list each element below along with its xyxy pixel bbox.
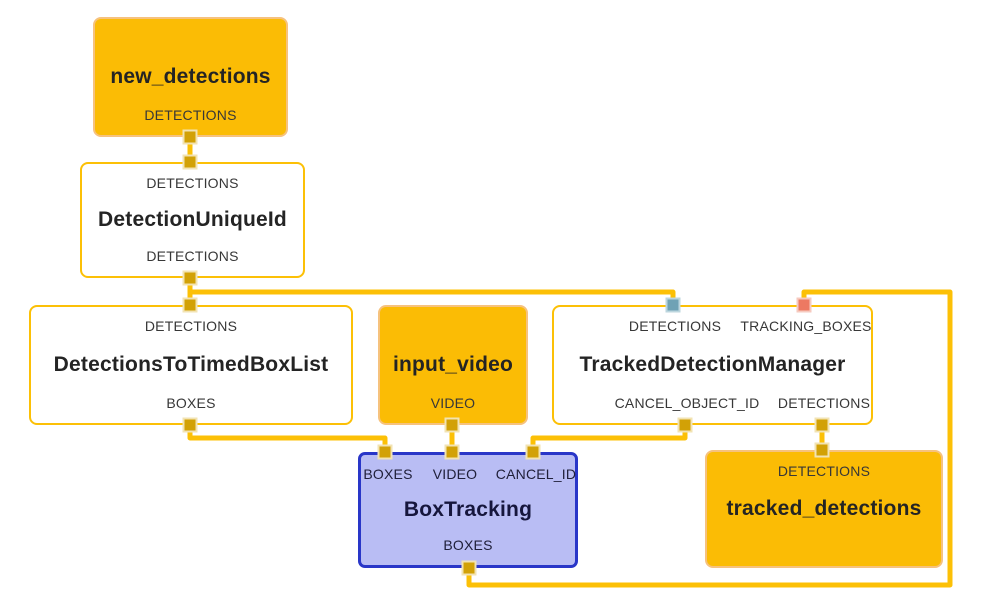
input-ports: DETECTIONS TRACKING_BOXES	[554, 318, 872, 334]
port-detections-in: DETECTIONS	[146, 175, 239, 191]
node-title: tracked_detections	[726, 497, 922, 520]
output-ports: DETECTIONS	[82, 248, 303, 264]
node-title: BoxTracking	[403, 498, 533, 521]
node-title: DetectionsToTimedBoxList	[53, 353, 329, 376]
port-detections-out: DETECTIONS	[144, 107, 237, 123]
output-ports: DETECTIONS	[95, 107, 286, 123]
port-boxes-in: BOXES	[363, 466, 413, 482]
node-new-detections[interactable]: new_detections DETECTIONS	[93, 17, 288, 137]
port-cancel-object-id-out: CANCEL_OBJECT_ID	[614, 395, 760, 411]
input-ports: DETECTIONS	[82, 175, 303, 191]
output-ports: CANCEL_OBJECT_ID DETECTIONS	[554, 395, 871, 411]
node-box-tracking[interactable]: BOXES VIDEO CANCEL_ID BoxTracking BOXES	[358, 452, 578, 568]
node-detection-unique-id[interactable]: DETECTIONS DetectionUniqueId DETECTIONS	[80, 162, 305, 278]
node-title: input_video	[392, 353, 514, 376]
edge-cancel-object-id-to-box-tracking	[530, 425, 688, 452]
port-cancel-id-in: CANCEL_ID	[495, 466, 577, 482]
output-ports: BOXES	[361, 537, 575, 553]
edge-boxes-to-box-tracking	[187, 425, 388, 452]
port-detections-in: DETECTIONS	[628, 318, 722, 334]
node-input-video[interactable]: input_video VIDEO	[378, 305, 528, 425]
input-ports: BOXES VIDEO CANCEL_ID	[361, 466, 577, 482]
port-video-out: VIDEO	[430, 395, 476, 411]
port-boxes-out: BOXES	[443, 537, 493, 553]
node-title: TrackedDetectionManager	[579, 353, 846, 376]
port-detections-in: DETECTIONS	[777, 463, 871, 479]
edge-detection-unique-id-to-tracked-detection-manager	[190, 289, 676, 305]
output-ports: BOXES	[31, 395, 351, 411]
node-title: DetectionUniqueId	[98, 208, 287, 231]
port-detections-out: DETECTIONS	[146, 248, 239, 264]
output-ports: VIDEO	[380, 395, 526, 411]
node-tracked-detection-manager[interactable]: DETECTIONS TRACKING_BOXES TrackedDetecti…	[552, 305, 873, 425]
port-video-in: VIDEO	[432, 466, 478, 482]
input-ports: DETECTIONS	[31, 318, 351, 334]
port-tracking-boxes-in: TRACKING_BOXES	[740, 318, 872, 334]
node-detections-to-timed-box-list[interactable]: DETECTIONS DetectionsToTimedBoxList BOXE…	[29, 305, 353, 425]
port-detections-out: DETECTIONS	[777, 395, 871, 411]
port-boxes-out: BOXES	[166, 395, 216, 411]
node-title: new_detections	[110, 65, 271, 88]
node-tracked-detections[interactable]: DETECTIONS tracked_detections	[705, 450, 943, 568]
port-detections-in: DETECTIONS	[144, 318, 238, 334]
input-ports: DETECTIONS	[707, 463, 941, 479]
